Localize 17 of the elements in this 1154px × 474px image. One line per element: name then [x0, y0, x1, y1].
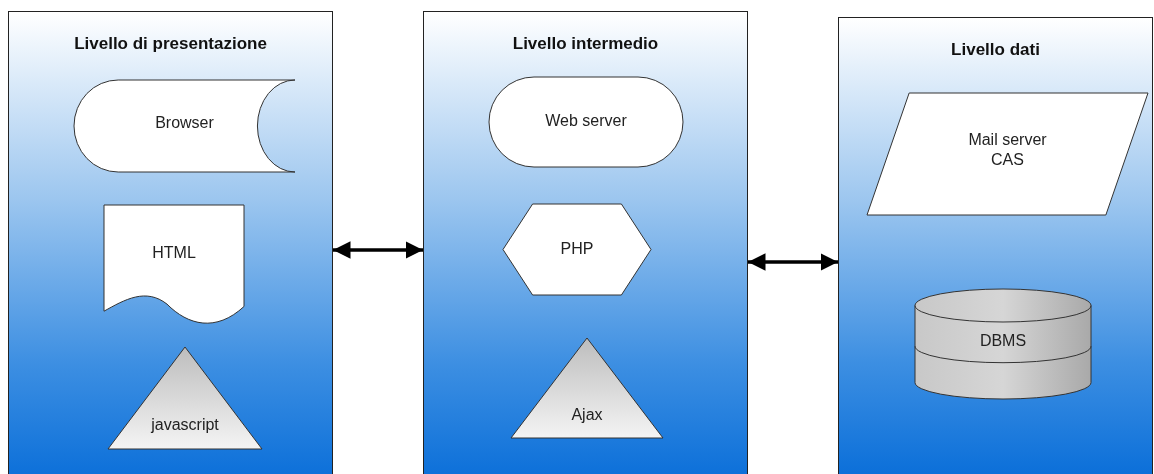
node-label: CAS: [991, 150, 1024, 170]
panel-title: Livello intermedio: [511, 34, 660, 54]
double-arrow: [748, 253, 838, 271]
node-label: Browser: [155, 113, 214, 133]
panel-title: Livello dati: [950, 40, 1041, 60]
node-label: Web server: [545, 111, 627, 131]
node-label: Mail server: [968, 130, 1047, 150]
tier-panel: [423, 11, 748, 474]
node-label: DBMS: [979, 331, 1027, 351]
node-label: Ajax: [571, 405, 603, 425]
double-arrow: [333, 241, 423, 259]
node-label: PHP: [560, 239, 594, 259]
panel-title: Livello di presentazione: [73, 34, 268, 54]
node-label: HTML: [152, 243, 196, 263]
tier-panel: [838, 17, 1153, 474]
node-label: javascript: [151, 415, 219, 435]
tier-panel: [8, 11, 333, 474]
